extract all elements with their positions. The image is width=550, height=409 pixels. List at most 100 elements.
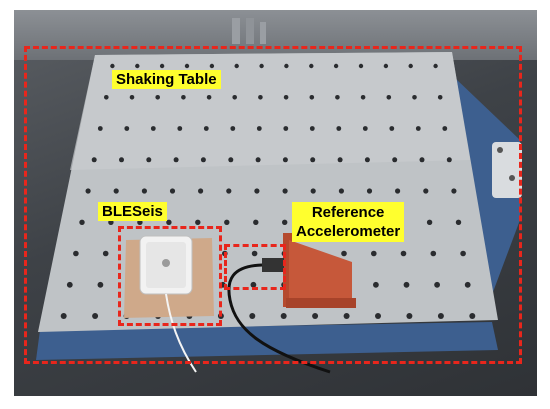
table-hole [312,313,319,319]
side-bracket [492,142,522,198]
table-hole [195,219,201,225]
table-hole [366,188,373,194]
table-hole [375,313,381,319]
table-hole [181,95,186,100]
table-hole [415,126,421,131]
table-hole [282,188,288,194]
table-hole [280,313,287,319]
table-hole [102,250,109,257]
table-hole [166,219,172,225]
reference-accelerometer-bracket [262,233,356,308]
table-hole [79,219,85,225]
reference-label-line2: Accelerometer [296,223,401,240]
table-hole [85,188,91,194]
table-hole [92,313,99,319]
table-hole [184,63,190,69]
table-hole [337,157,343,163]
table-hole [395,188,401,194]
table-hole [226,188,232,194]
table-hole [336,126,342,131]
table-hole [60,313,67,319]
table-hole [408,63,413,69]
table-hole [437,313,444,319]
bleseis-label: BLESeis [98,202,167,221]
table-hole [173,157,179,163]
table-hole [104,95,109,100]
reference-label-line1: Reference [311,204,385,221]
accelerometer-outline-box [224,244,286,290]
table-hole [177,126,183,131]
table-hole [426,219,433,225]
table-hole [159,63,165,69]
table-hole [343,313,350,319]
table-hole [259,63,264,69]
table-hole [341,250,347,257]
table-hole [256,126,262,131]
table-hole [403,281,410,288]
lab-background-wall [14,10,537,60]
table-hole [283,126,289,131]
table-hole [251,250,258,257]
table-hole [129,95,135,100]
table-hole [73,250,79,257]
table-hole [406,313,413,319]
accelerometer-cable [227,263,331,374]
table-hole [169,188,176,194]
table-hole [255,157,261,163]
table-hole [249,313,256,319]
reference-accelerometer-label: Reference Accelerometer [292,202,405,242]
table-hole [309,95,315,100]
table-hole [464,281,471,288]
table-hole [228,157,234,163]
table-hole [135,63,140,69]
table-hole [206,95,212,100]
table-hole [230,126,236,131]
table-hole [442,126,448,131]
table-hole [110,63,115,69]
table-hole [400,250,407,257]
table-hole [234,63,239,69]
table-hole [232,95,237,100]
table-hole [371,250,377,257]
table-hole [309,63,314,69]
table-hole [389,126,395,131]
table-hole [333,63,339,69]
table-hole [310,157,316,163]
table-hole [146,157,152,163]
table-hole [124,126,130,131]
table-hole [203,126,209,131]
table-hole [253,219,259,225]
table-hole [455,219,462,225]
table-hole [373,281,379,288]
table-hole [437,95,443,100]
table-hole [198,188,204,194]
table-hole [258,95,263,100]
table-hole [446,157,452,163]
table-hole [386,95,392,100]
table-hole [254,188,260,194]
table-hole [412,95,417,100]
table-hole [209,63,215,69]
table-hole [224,219,230,225]
table-hole [360,95,366,100]
table-hole [460,250,466,257]
table-hole [362,126,368,131]
table-hole [383,63,389,69]
table-hole [434,281,440,288]
table-hole [282,157,288,163]
table-hole [335,95,340,100]
table-hole [150,126,156,131]
table-hole [430,250,437,257]
table-hole [338,188,344,194]
table-hole [141,188,147,194]
table-hole [451,188,457,194]
table-hole [419,157,425,163]
table-outline-box [24,46,522,364]
table-hole [283,95,289,100]
table-hole [97,126,103,131]
table-hole [423,188,429,194]
table-hole [250,281,257,288]
table-hole [113,188,119,194]
table-hole [91,157,97,163]
